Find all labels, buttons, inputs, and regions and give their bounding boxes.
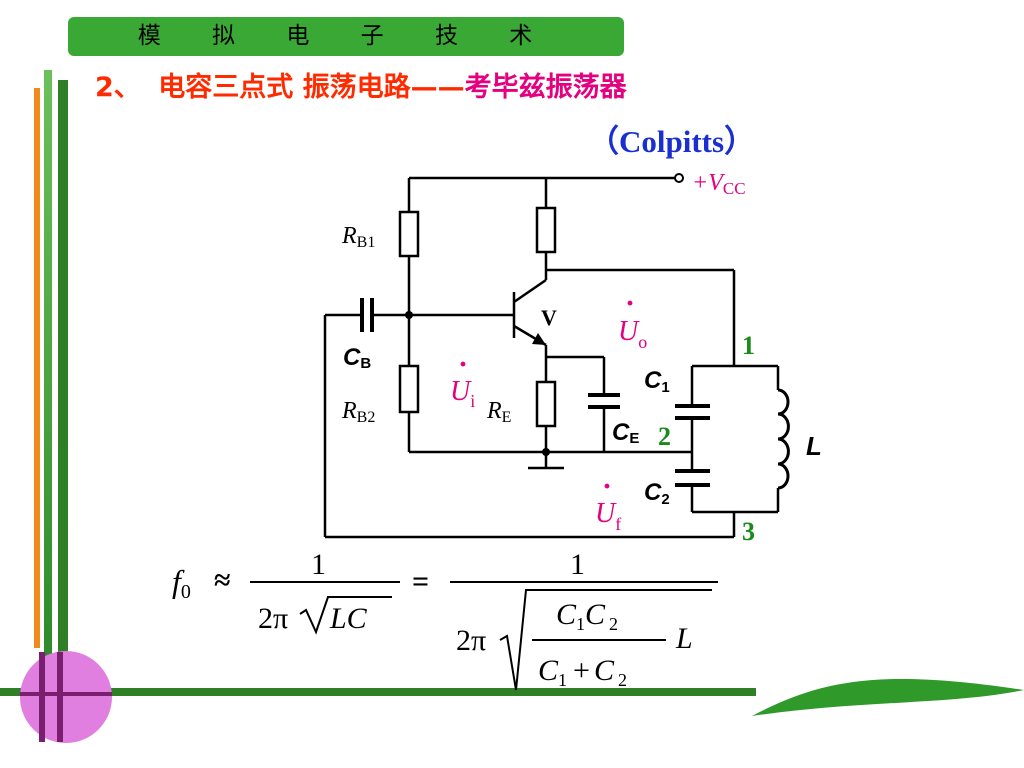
sqrt-sign-1 bbox=[299, 596, 392, 635]
capacitor-cb bbox=[360, 298, 374, 332]
title-name: 考毕兹振荡器 bbox=[464, 72, 627, 103]
rb1-label: RB1 bbox=[341, 223, 375, 251]
uf-dot: · bbox=[602, 470, 612, 503]
decor-bar-green-dark bbox=[58, 80, 68, 690]
formula-num2: 1 bbox=[570, 548, 585, 581]
slide-subtitle: （Colpitts） bbox=[588, 124, 756, 159]
emitter-arrow bbox=[532, 333, 546, 345]
uo-dot: · bbox=[625, 287, 635, 320]
slide-title: 2、 电容三点式 振荡电路——考毕兹振荡器 bbox=[95, 68, 627, 108]
formula-2pi-1: 2π bbox=[258, 602, 288, 635]
title-main: 电容三点式 振荡电路 bbox=[158, 72, 411, 103]
sqrt-sign-2 bbox=[499, 589, 712, 691]
vcc-label: +VCC bbox=[692, 170, 746, 198]
formula-approx: ≈ bbox=[214, 564, 230, 597]
title-number: 2、 bbox=[95, 72, 141, 103]
inductor-label: L bbox=[806, 431, 822, 461]
resistor-rb1 bbox=[398, 210, 420, 258]
course-title: 模 拟 电 子 技 术 bbox=[137, 23, 555, 49]
c2-label: C2 bbox=[644, 479, 670, 508]
re-label: RE bbox=[486, 398, 511, 426]
inductor-l bbox=[777, 388, 790, 490]
cb-label: CB bbox=[343, 344, 371, 372]
ui-label: Ui bbox=[450, 376, 475, 411]
formula-equals: = bbox=[412, 565, 429, 598]
decor-bar-green-light bbox=[44, 70, 52, 660]
capacitor-ce bbox=[588, 393, 620, 409]
decor-bar-orange bbox=[34, 88, 40, 648]
ui-dot: · bbox=[458, 348, 468, 381]
uf-label: Uf bbox=[595, 498, 621, 534]
transistor-label: V bbox=[541, 305, 557, 330]
formula-2pi-2: 2π bbox=[456, 624, 486, 657]
node-3-label: 3 bbox=[742, 517, 755, 546]
resistor-rc bbox=[535, 206, 557, 254]
title-dash: —— bbox=[410, 72, 465, 103]
formula-f0: f0 bbox=[172, 563, 191, 603]
resistor-re bbox=[535, 380, 557, 428]
uo-label: Uo bbox=[618, 316, 647, 352]
resistor-rb2 bbox=[398, 364, 420, 414]
formula-num1: 1 bbox=[311, 548, 326, 581]
junction-ground bbox=[542, 448, 550, 456]
rb2-label: RB2 bbox=[341, 398, 375, 426]
c1-label: C1 bbox=[644, 367, 670, 396]
formula-l: L bbox=[675, 622, 693, 655]
capacitor-c1 bbox=[675, 404, 710, 420]
node-2-label: 2 bbox=[658, 422, 671, 451]
node-1-label: 1 bbox=[742, 331, 755, 360]
vcc-terminal bbox=[674, 173, 684, 183]
formula-lc: LC bbox=[329, 602, 368, 635]
header-bar bbox=[68, 17, 624, 56]
ce-label: CE bbox=[612, 419, 639, 447]
junction-base bbox=[405, 311, 413, 319]
capacitor-c2 bbox=[675, 469, 710, 487]
